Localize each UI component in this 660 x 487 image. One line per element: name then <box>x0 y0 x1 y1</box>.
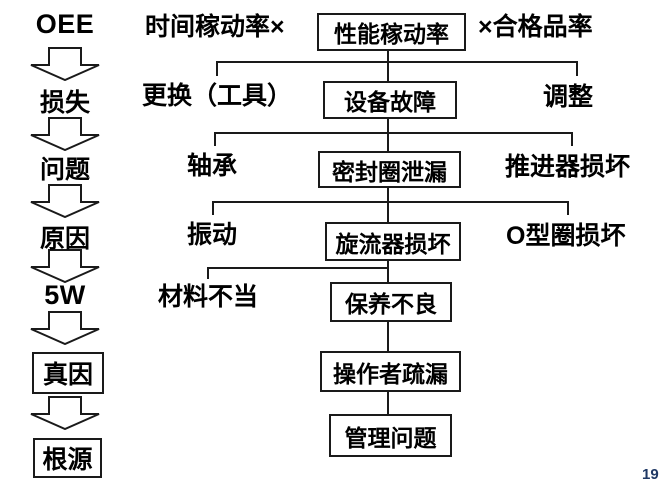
management-problem-box: 管理问题 <box>329 414 452 457</box>
down-arrow-icon <box>30 249 100 283</box>
equipment-failure-box: 设备故障 <box>323 81 457 119</box>
down-arrow-icon <box>30 396 100 430</box>
cyclone-damage-box: 旋流器损坏 <box>325 222 461 261</box>
down-arrow-icon <box>30 184 100 218</box>
page-number: 19 <box>642 466 659 483</box>
quality-rate-label: ×合格品率 <box>478 13 593 41</box>
adjustment-label: 调整 <box>543 83 594 111</box>
problem-label: 问题 <box>39 156 90 184</box>
time-rate-label: 时间稼动率× <box>145 13 285 41</box>
poor-maintenance-box: 保养不良 <box>330 282 452 322</box>
seal-leak-box: 密封圈泄漏 <box>318 151 461 188</box>
root-cause-box: 根源 <box>33 438 102 478</box>
down-arrow-icon <box>30 47 100 81</box>
true-cause-box: 真因 <box>32 352 104 394</box>
five-why-label: 5W <box>44 280 86 310</box>
vibration-label: 振动 <box>187 221 238 249</box>
o-ring-damage-label: O型圈损坏 <box>506 222 626 250</box>
propeller-damage-label: 推进器损坏 <box>505 153 631 181</box>
oee-label: OEE <box>35 9 95 39</box>
cause-label: 原因 <box>39 225 90 253</box>
improper-material-label: 材料不当 <box>158 283 259 311</box>
performance-rate-box: 性能稼动率 <box>317 13 466 51</box>
loss-label: 损失 <box>39 89 90 117</box>
operator-omission-box: 操作者疏漏 <box>320 351 461 392</box>
bearing-label: 轴承 <box>187 152 238 180</box>
down-arrow-icon <box>30 117 100 151</box>
down-arrow-icon <box>30 311 100 345</box>
tool-replacement-label: 更换（工具） <box>142 82 293 110</box>
